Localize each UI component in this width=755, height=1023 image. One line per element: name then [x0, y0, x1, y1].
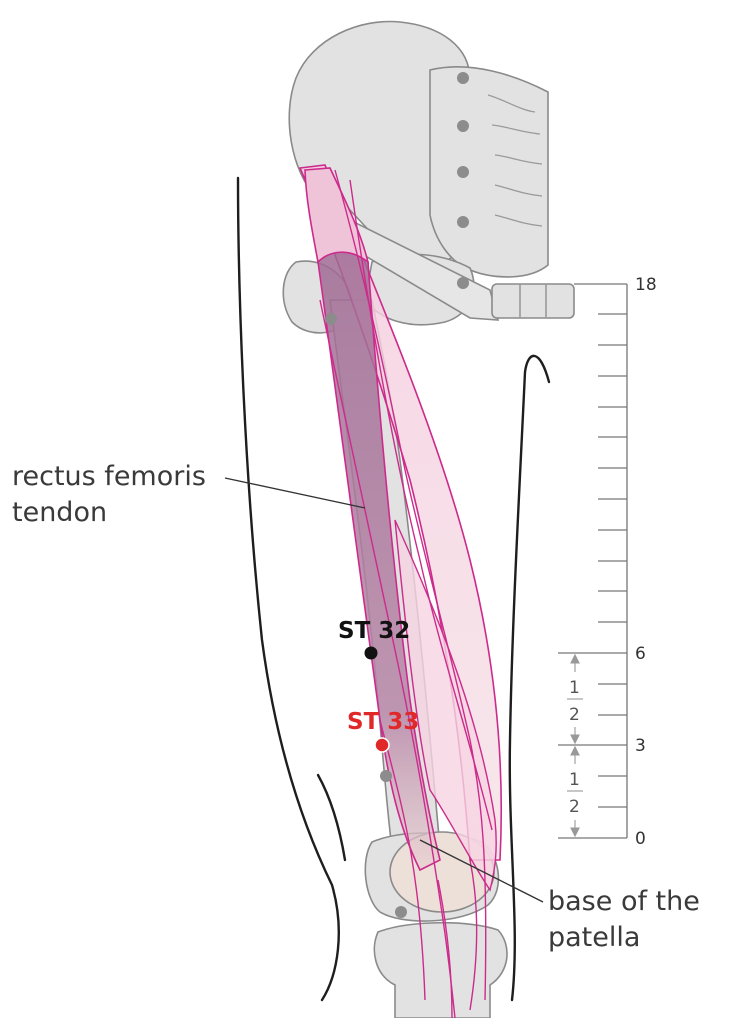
landmark-dots: [325, 72, 469, 918]
rectus-femoris-label-line2: tendon: [12, 497, 107, 528]
scale-arrows: [567, 653, 583, 838]
measurement-scale: [558, 283, 628, 839]
pubic-symphysis: [491, 283, 575, 319]
landmark-dot: [457, 166, 469, 178]
thigh-outline-right: [508, 354, 551, 1002]
sacrum-ridges: [487, 94, 543, 227]
scale-label-18: 18: [635, 275, 657, 295]
muscle-fibers: [319, 169, 493, 1019]
scale-label-0: 0: [635, 829, 646, 849]
landmark-dot: [395, 906, 407, 918]
thigh-outline-lower-left: [316, 773, 347, 862]
sacrum: [429, 66, 549, 278]
fraction-upper-denominator: 2: [569, 705, 580, 725]
rectus-femoris-upper: [304, 167, 370, 265]
landmark-dot: [457, 72, 469, 84]
landmark-dot: [325, 313, 337, 325]
landmark-dot: [380, 770, 392, 782]
fraction-lower-numerator: 1: [569, 770, 580, 790]
thigh-outline-left: [236, 176, 340, 1002]
tibia-head: [373, 921, 508, 1019]
fraction-upper-numerator: 1: [569, 678, 580, 698]
st33-label: ST 33: [347, 709, 419, 735]
patella-leader-line: [419, 839, 544, 903]
st32-label: ST 32: [338, 618, 410, 644]
landmark-dot: [457, 216, 469, 228]
landmark-dot: [457, 277, 469, 289]
st32-point: [364, 646, 378, 660]
scale-label-6: 6: [635, 644, 646, 664]
vastus-medialis-muscle: [394, 519, 497, 892]
patella-label-line2: patella: [548, 922, 640, 953]
scale-minor-ticks: [598, 313, 627, 808]
patella-label-line1: base of the: [548, 886, 700, 917]
rectus-femoris-label-line1: rectus femoris: [12, 461, 206, 492]
landmark-dot: [457, 120, 469, 132]
scale-label-3: 3: [635, 736, 646, 756]
rectus-leader-line: [224, 477, 366, 509]
fraction-lower-denominator: 2: [569, 797, 580, 817]
thigh-outline: [236, 176, 551, 1002]
st33-point: [374, 737, 390, 753]
